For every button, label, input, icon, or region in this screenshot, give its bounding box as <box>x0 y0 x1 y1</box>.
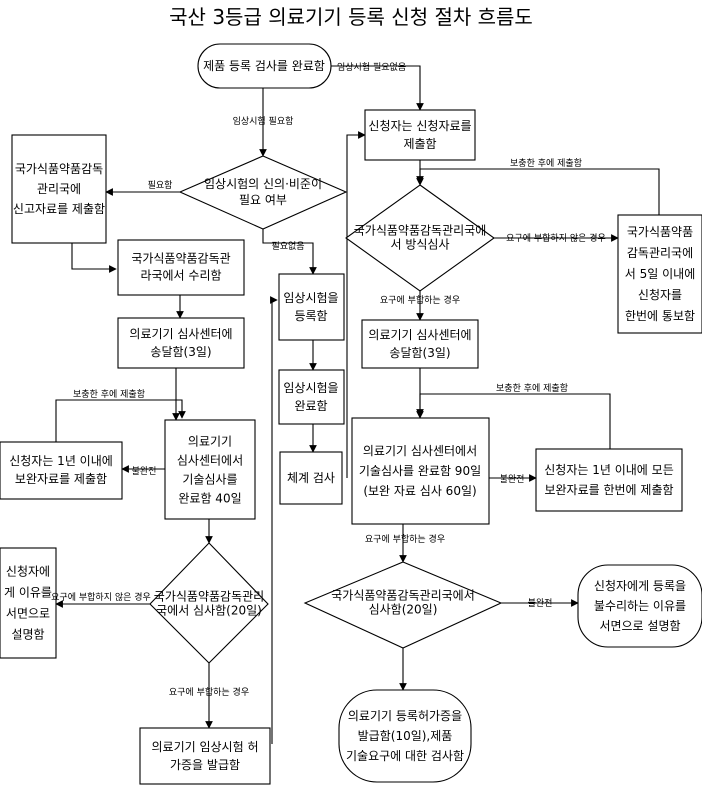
node-label-notify-report-line: 관리국에 <box>37 182 81 196</box>
label-meet-right1: 요구에 부합하는 경우 <box>380 294 460 306</box>
node-label-issue-trial-line: 의료기기 임상시험 허 <box>152 740 259 754</box>
node-accept <box>117 239 245 296</box>
node-admin-review-left <box>149 542 269 664</box>
label-trial-needed: 임상시험 필요함 <box>233 115 294 127</box>
node-label-tech-review-left-line: 기술심사를 <box>182 473 237 487</box>
node-label-submit-line: 신청자는 신청자료를 <box>368 119 471 133</box>
node-label-system-check-line: 체계 검사 <box>287 471 335 485</box>
node-label-clinical-review-line: 필요 여부 <box>239 193 287 207</box>
node-label-issue-cert-line: 의료기기 등록허가증을 <box>348 709 462 723</box>
node-label-clinical-review-line: 임상시험의 신의·비준이 <box>204 177 322 191</box>
label-not-meet-left: 요구에 부합하지 않은 경우 <box>51 591 151 603</box>
node-clinical-review <box>178 155 348 230</box>
node-label-explain-right-line: 불수리하는 이유를 <box>594 599 686 613</box>
label-not-needed: 필요없음 <box>271 240 304 252</box>
edge-labels: 임상시험 필요없음 임상시험 필요함 필요함 필요없음 보충한 후에 제출함 불… <box>51 61 606 698</box>
node-label-explain-left-line: 게 이유를 <box>4 586 52 600</box>
node-label-send-right-line: 송달함(3일) <box>389 346 450 360</box>
node-label-supplement-right-line: 신청자는 1년 이내에 모든 <box>544 463 673 477</box>
label-incomplete-right2: 불완전 <box>528 598 553 609</box>
node-label-accept-line: 라국에서 수리함 <box>140 269 221 283</box>
node-label-admin-review-left-line: 국에서 심사함(20일) <box>156 603 262 617</box>
node-label-tech-review-right-line: 기술심사를 완료함 90일 <box>359 464 481 478</box>
label-not-meet-right: 요구에 부합하지 않은 경우 <box>506 232 606 244</box>
node-label-send-right-line: 의료기기 심사센터에 <box>368 328 471 342</box>
node-label-explain-right-line: 신청자에게 등록을 <box>594 579 686 593</box>
node-label-register-trial-line: 등록함 <box>294 309 327 323</box>
label-meet-left: 요구에 부합하는 경우 <box>169 686 249 698</box>
node-label-notify-once-line: 서 5일 이내에 <box>625 267 695 281</box>
label-incomplete-left: 불완전 <box>132 466 157 477</box>
node-label-notify-once-line: 감독관리국에 <box>627 246 693 260</box>
node-label-complete-trial-line: 임상시험을 <box>283 381 338 395</box>
node-label-explain-right-line: 서면으로 설명함 <box>599 619 680 633</box>
node-label-form-review-line: 서 방식심사 <box>390 237 449 251</box>
node-supplement-right <box>535 448 683 512</box>
node-label-issue-cert-line: 발급함(10일),제품 <box>358 729 453 743</box>
node-label-tech-review-right-line: 의료기기 심사센터에서 <box>363 444 477 458</box>
node-label-start-line: 제품 등록 검사를 완료함 <box>203 59 325 73</box>
node-label-send-left-line: 송달함(3일) <box>150 345 211 359</box>
node-label-tech-review-left-line: 심사센터에서 <box>177 454 243 468</box>
node-issue-cert <box>338 689 472 783</box>
node-tech-review-left <box>164 419 256 520</box>
node-notify-report <box>11 134 107 244</box>
node-label-notify-report-line: 국가식품약품감독 <box>15 161 103 176</box>
node-send-right <box>361 319 479 369</box>
node-label-register-trial-line: 임상시험을 <box>283 291 338 305</box>
node-label-issue-trial-line: 가증을 발급함 <box>170 758 240 772</box>
node-label-tech-review-right-line: (보완 자료 심사 60일) <box>363 484 476 498</box>
node-issue-trial <box>139 727 271 785</box>
label-supp-submit-right2: 보충한 후에 제출함 <box>496 383 568 394</box>
node-send-left <box>117 317 245 369</box>
node-label-notify-once-line: 국가식품약품 <box>627 224 693 239</box>
node-label-notify-once-line: 신청자를 <box>638 288 682 302</box>
node-label-explain-left-line: 신청자에 <box>6 565 50 579</box>
connectors <box>55 65 660 744</box>
node-explain-right <box>577 564 702 648</box>
node-shapes <box>0 43 702 785</box>
node-label-tech-review-left-line: 완료함 40일 <box>178 492 241 506</box>
node-label-explain-left-line: 서면으로 <box>6 607 50 621</box>
node-label-admin-review-right-line: 국가식품약품감독관리국에서 <box>331 587 475 602</box>
node-label-supplement-left-line: 신청자는 1년 이내에 <box>9 454 113 468</box>
node-submit <box>364 109 476 161</box>
label-needed: 필요함 <box>148 179 173 191</box>
node-label-admin-review-left-line: 국가식품약품감독관리 <box>154 588 264 603</box>
node-register-trial <box>278 273 345 341</box>
node-notify-once <box>617 214 702 334</box>
node-form-review <box>345 184 495 292</box>
node-complete-trial <box>278 369 345 425</box>
node-explain-left <box>0 547 57 659</box>
node-tech-review-right <box>351 417 490 525</box>
node-label-admin-review-right-line: 심사함(20일) <box>369 602 438 616</box>
page-title: 국산 3등급 의료기기 등록 신청 절차 흐름도 <box>169 5 533 29</box>
node-label-complete-trial-line: 완료함 <box>294 399 327 413</box>
node-label-supplement-right-line: 보완자료를 한번에 제출함 <box>544 483 673 497</box>
node-supplement-left <box>0 441 123 500</box>
node-label-notify-once-line: 한번에 통보함 <box>625 309 695 323</box>
node-label-submit-line: 제출함 <box>403 137 436 151</box>
label-incomplete-right: 불완전 <box>500 474 525 485</box>
node-label-send-left-line: 의료기기 심사센터에 <box>129 327 232 341</box>
label-trial-not-needed-top: 임상시험 필요없음 <box>337 61 406 73</box>
label-supp-submit-left: 보충한 후에 제출함 <box>73 389 145 400</box>
node-system-check <box>279 451 343 505</box>
node-label-supplement-left-line: 보완자료를 제출함 <box>15 472 107 486</box>
node-label-explain-left-line: 설명함 <box>11 628 44 642</box>
label-supp-submit-right1: 보충한 후에 제출함 <box>510 158 582 169</box>
node-label-tech-review-left-line: 의료기기 <box>188 435 232 449</box>
node-label-notify-report-line: 신고자료를 제출함 <box>13 202 105 216</box>
node-start <box>197 43 332 89</box>
node-label-accept-line: 국가식품약품감독관 <box>131 251 230 266</box>
node-admin-review-right <box>303 561 503 649</box>
label-meet-right2: 요구에 부합하는 경우 <box>365 533 445 545</box>
node-label-issue-cert-line: 기술요구에 대한 검사함 <box>346 749 464 763</box>
node-label-form-review-line: 국가식품약품감독관리국에 <box>354 222 486 237</box>
